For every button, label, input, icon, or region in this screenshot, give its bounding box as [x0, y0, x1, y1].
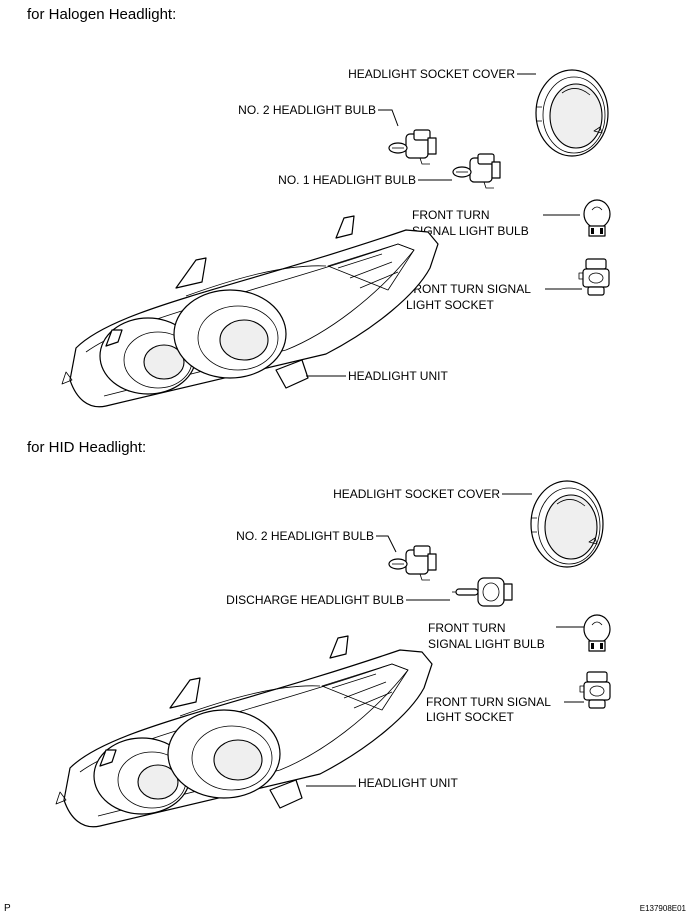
halogen-turn-socket-label-1: FRONT TURN SIGNAL	[406, 282, 531, 296]
hid-turn-socket-label-1: FRONT TURN SIGNAL	[426, 695, 551, 709]
turn-signal-socket-part	[578, 258, 610, 296]
hid-headlight-unit-label: HEADLIGHT UNIT	[358, 776, 458, 790]
no1-headlight-bulb-part	[452, 153, 501, 189]
halogen-front-turn-signal-bulb: FRONT TURN SIGNAL LIGHT BULB	[412, 199, 611, 238]
hid-turn-bulb-label-1: FRONT TURN	[428, 621, 506, 635]
halogen-no1-headlight-bulb: NO. 1 HEADLIGHT BULB	[278, 153, 501, 189]
hid-heading: for HID Headlight:	[27, 439, 146, 456]
halogen-headlight-unit: HEADLIGHT UNIT	[61, 215, 448, 408]
hid-front-turn-signal-socket: FRONT TURN SIGNAL LIGHT SOCKET	[426, 671, 611, 724]
hid-discharge-headlight-bulb: DISCHARGE HEADLIGHT BULB	[226, 577, 513, 607]
turn-signal-socket-part	[579, 671, 611, 709]
halogen-no1-bulb-label: NO. 1 HEADLIGHT BULB	[278, 173, 416, 187]
halogen-turn-bulb-label-2: SIGNAL LIGHT BULB	[412, 224, 529, 238]
hid-headlight-unit: HEADLIGHT UNIT	[55, 635, 458, 828]
hid-front-turn-signal-bulb: FRONT TURN SIGNAL LIGHT BULB	[428, 614, 611, 652]
socket-cover-part	[530, 480, 604, 568]
halogen-socket-cover-label: HEADLIGHT SOCKET COVER	[348, 67, 515, 81]
halogen-no2-bulb-label: NO. 2 HEADLIGHT BULB	[238, 103, 376, 117]
hid-headlight-socket-cover: HEADLIGHT SOCKET COVER	[333, 480, 604, 568]
hid-no2-headlight-bulb: NO. 2 HEADLIGHT BULB	[236, 529, 437, 581]
page-mark: P	[4, 903, 11, 914]
turn-signal-bulb-part	[583, 614, 611, 652]
halogen-turn-bulb-label-1: FRONT TURN	[412, 208, 490, 222]
socket-cover-part	[535, 69, 609, 157]
hid-turn-bulb-label-2: SIGNAL LIGHT BULB	[428, 637, 545, 651]
hid-socket-cover-label: HEADLIGHT SOCKET COVER	[333, 487, 500, 501]
headlight-unit-part	[55, 635, 433, 828]
discharge-headlight-bulb-part	[451, 577, 513, 607]
hid-no2-bulb-label: NO. 2 HEADLIGHT BULB	[236, 529, 374, 543]
turn-signal-bulb-part	[583, 199, 611, 237]
halogen-headlight-socket-cover: HEADLIGHT SOCKET COVER	[348, 67, 609, 157]
halogen-front-turn-signal-socket: FRONT TURN SIGNAL LIGHT SOCKET	[406, 258, 610, 312]
halogen-no2-headlight-bulb: NO. 2 HEADLIGHT BULB	[238, 103, 437, 165]
no2-headlight-bulb-part	[388, 129, 437, 165]
halogen-section: for Halogen Headlight: HEADLIGHT SOCKET …	[27, 6, 611, 408]
halogen-turn-socket-label-2: LIGHT SOCKET	[406, 298, 494, 312]
hid-discharge-bulb-label: DISCHARGE HEADLIGHT BULB	[226, 593, 404, 607]
halogen-headlight-unit-label: HEADLIGHT UNIT	[348, 369, 448, 383]
figure-code: E137908E01	[640, 904, 687, 913]
halogen-heading: for Halogen Headlight:	[27, 6, 176, 23]
hid-section: for HID Headlight: HEADLIGHT SOCKET COVE…	[27, 439, 611, 828]
hid-turn-socket-label-2: LIGHT SOCKET	[426, 710, 514, 724]
